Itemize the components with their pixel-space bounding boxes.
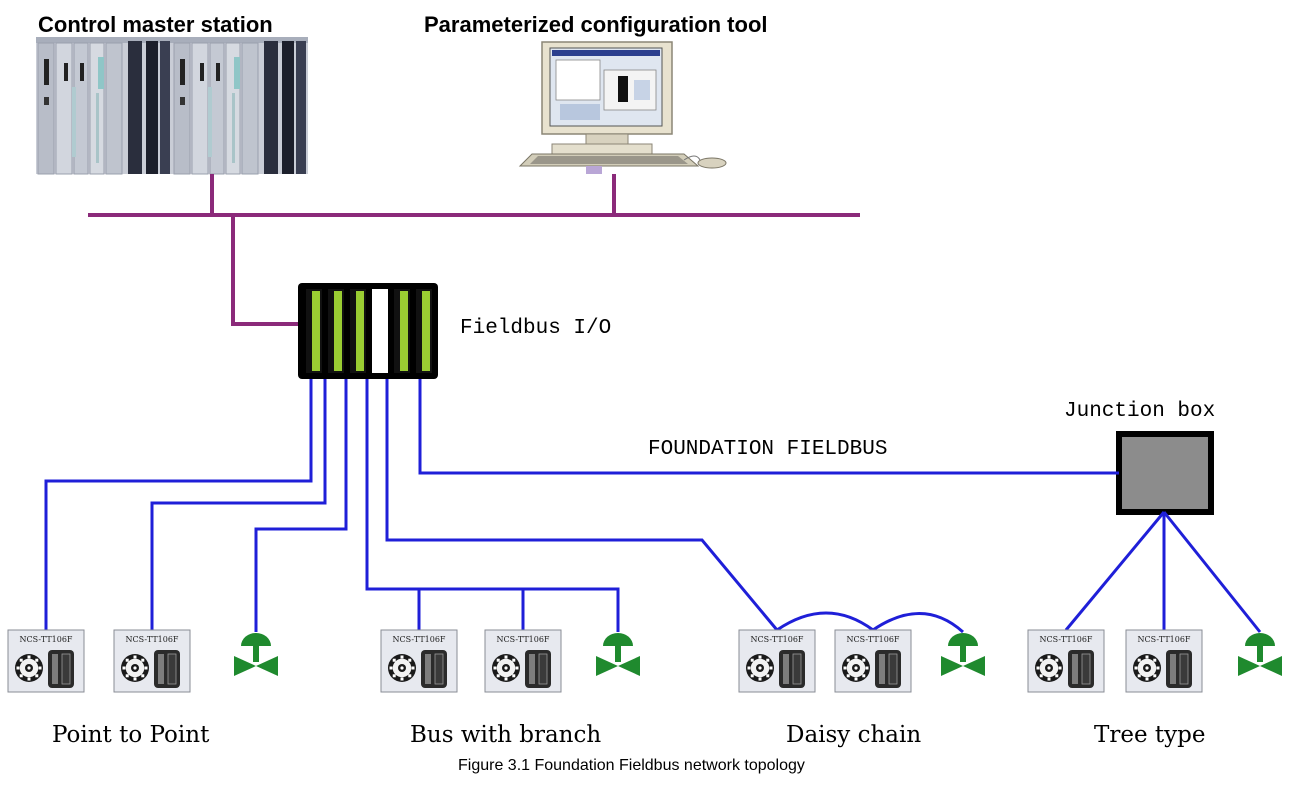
foundation-fieldbus-line (418, 379, 1119, 475)
topology-label-point-to-point: Point to Point (52, 722, 210, 748)
daisy-chain-link (776, 611, 874, 632)
io-module-indicator (334, 291, 342, 371)
topology-label-bus-with-branch: Bus with branch (410, 722, 602, 748)
temperature-transmitter-icon: NCS-TT106F (380, 629, 458, 693)
control-valve-icon (1238, 633, 1282, 676)
temperature-transmitter-icon: NCS-TT106F (738, 629, 816, 693)
foundation-fieldbus-label: FOUNDATION FIELDBUS (648, 438, 888, 461)
tree-branch (1064, 511, 1166, 631)
temperature-transmitter-icon: NCS-TT106F (834, 629, 912, 693)
fieldbus-wire (150, 379, 327, 630)
fieldbus-wire (385, 379, 779, 631)
control-valve-icon (234, 633, 278, 676)
control-valve-icon (596, 633, 640, 676)
computer-workstation-icon (518, 41, 727, 174)
io-module (372, 289, 388, 373)
daisy-chain-link (872, 612, 965, 634)
figure-caption: Figure 3.1 Foundation Fieldbus network t… (458, 757, 805, 774)
fieldbus-wire (254, 379, 348, 632)
transmitter-model-label: NCS-TT106F (393, 635, 446, 644)
fieldbus-io-label: Fieldbus I/O (460, 317, 612, 340)
fieldbus-wiring (44, 379, 1262, 634)
temperature-transmitter-icon: NCS-TT106F (113, 629, 191, 693)
temperature-transmitter-icon: NCS-TT106F (484, 629, 562, 693)
temperature-transmitter-icon: NCS-TT106F (1125, 629, 1203, 693)
topology-label-daisy-chain: Daisy chain (786, 722, 922, 748)
transmitter-model-label: NCS-TT106F (1138, 635, 1191, 644)
control-bus-link-io (231, 215, 298, 326)
junction-box-icon (1116, 431, 1214, 515)
transmitter-model-label: NCS-TT106F (1040, 635, 1093, 644)
io-module-indicator (400, 291, 408, 371)
tree-branch (1162, 511, 1262, 633)
fieldbus-io-rack-icon (298, 283, 438, 379)
temperature-transmitter-icon: NCS-TT106F (1027, 629, 1105, 693)
topology-label-tree-type: Tree type (1094, 722, 1206, 748)
io-module-indicator (312, 291, 320, 371)
config-tool-label: Parameterized configuration tool (424, 12, 768, 37)
transmitter-model-label: NCS-TT106F (847, 635, 900, 644)
control-bus (88, 174, 860, 326)
transmitter-model-label: NCS-TT106F (751, 635, 804, 644)
plc-rack-icon (36, 37, 172, 175)
control-valve-icon (941, 633, 985, 676)
fieldbus-wire (44, 379, 313, 630)
temperature-transmitter-icon: NCS-TT106F (7, 629, 85, 693)
fieldbus-trunk (365, 379, 620, 632)
io-module-indicator (422, 291, 430, 371)
transmitter-model-label: NCS-TT106F (20, 635, 73, 644)
junction-box-label: Junction box (1064, 400, 1216, 423)
plc-rack-icon (172, 37, 308, 175)
io-module-indicator (356, 291, 364, 371)
transmitter-model-label: NCS-TT106F (126, 635, 179, 644)
master-station-label: Control master station (38, 12, 273, 37)
transmitter-model-label: NCS-TT106F (497, 635, 550, 644)
